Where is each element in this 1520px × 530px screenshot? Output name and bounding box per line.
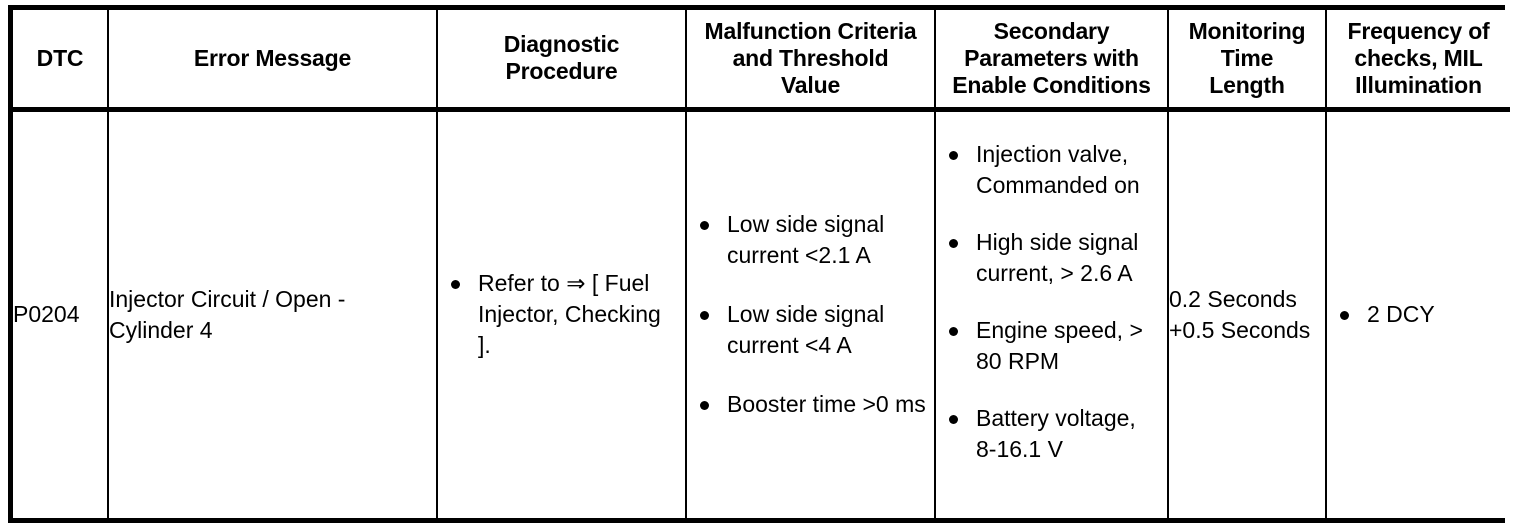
column-header-monitoring-time: Monitoring Time Length: [1167, 10, 1327, 112]
secondary-parameters-list: Injection valve, Commanded on High side …: [936, 139, 1167, 465]
table-body: P0204 Injector Circuit / Open - Cylinder…: [13, 109, 1510, 518]
column-header-secondary-parameters-label: Secondary Parameters with Enable Conditi…: [952, 17, 1151, 98]
list-item: Low side signal current <4 A: [697, 299, 928, 361]
secondary-parameter-item: Engine speed, > 80 RPM: [976, 316, 1143, 374]
cell-frequency-mil: 2 DCY: [1325, 109, 1510, 518]
list-item: High side signal current, > 2.6 A: [946, 227, 1161, 289]
dtc-table: DTC Error Message Diagnostic Procedure M…: [13, 10, 1510, 518]
column-header-frequency-mil-label: Frequency of checks, MIL Illumination: [1347, 17, 1490, 98]
secondary-parameter-item: Injection valve, Commanded on: [976, 140, 1140, 198]
list-item: Battery voltage, 8-16.1 V: [946, 403, 1161, 465]
column-header-error-message: Error Message: [107, 10, 438, 112]
column-header-frequency-mil: Frequency of checks, MIL Illumination: [1325, 10, 1510, 112]
monitoring-time-text: 0.2 Seconds +0.5 Seconds: [1169, 285, 1311, 343]
column-header-diagnostic-procedure-label: Diagnostic Procedure: [503, 31, 620, 85]
table-row: P0204 Injector Circuit / Open - Cylinder…: [13, 109, 1510, 518]
malfunction-criteria-list: Low side signal current <2.1 A Low side …: [687, 209, 934, 420]
cell-dtc: P0204: [13, 109, 109, 518]
table-header: DTC Error Message Diagnostic Procedure M…: [13, 10, 1510, 112]
column-header-dtc: DTC: [13, 10, 109, 112]
column-header-diagnostic-procedure: Diagnostic Procedure: [436, 10, 687, 112]
malfunction-criteria-item: Booster time >0 ms: [727, 391, 926, 418]
list-item: Booster time >0 ms: [697, 389, 928, 420]
column-header-malfunction-criteria-label: Malfunction Criteria and Threshold Value: [704, 17, 917, 98]
diagnostic-procedure-list: Refer to ⇒ [ Fuel Injector, Checking ].: [438, 268, 685, 361]
frequency-mil-list: 2 DCY: [1327, 299, 1510, 330]
dtc-table-container: DTC Error Message Diagnostic Procedure M…: [8, 5, 1510, 523]
error-message-text: Injector Circuit / Open - Cylinder 4: [109, 285, 346, 343]
column-header-malfunction-criteria: Malfunction Criteria and Threshold Value: [685, 10, 936, 112]
cell-monitoring-time: 0.2 Seconds +0.5 Seconds: [1167, 109, 1327, 518]
cell-diagnostic-procedure: Refer to ⇒ [ Fuel Injector, Checking ].: [436, 109, 687, 518]
list-item: Injection valve, Commanded on: [946, 139, 1161, 201]
column-header-error-message-label: Error Message: [193, 44, 352, 71]
header-row: DTC Error Message Diagnostic Procedure M…: [13, 10, 1510, 112]
cell-malfunction-criteria: Low side signal current <2.1 A Low side …: [685, 109, 936, 518]
secondary-parameter-item: Battery voltage, 8-16.1 V: [976, 404, 1136, 462]
frequency-mil-item: 2 DCY: [1367, 301, 1435, 328]
list-item: Refer to ⇒ [ Fuel Injector, Checking ].: [448, 268, 679, 361]
list-item: 2 DCY: [1337, 299, 1504, 330]
cell-error-message: Injector Circuit / Open - Cylinder 4: [107, 109, 438, 518]
dtc-code: P0204: [13, 301, 80, 328]
secondary-parameter-item: High side signal current, > 2.6 A: [976, 228, 1139, 286]
column-header-dtc-label: DTC: [36, 44, 84, 71]
malfunction-criteria-item: Low side signal current <4 A: [727, 301, 885, 359]
column-header-secondary-parameters: Secondary Parameters with Enable Conditi…: [934, 10, 1169, 112]
column-header-monitoring-time-label: Monitoring Time Length: [1188, 17, 1306, 98]
malfunction-criteria-item: Low side signal current <2.1 A: [727, 211, 885, 269]
list-item: Low side signal current <2.1 A: [697, 209, 928, 271]
cell-secondary-parameters: Injection valve, Commanded on High side …: [934, 109, 1169, 518]
diagnostic-procedure-item: Refer to ⇒ [ Fuel Injector, Checking ].: [478, 270, 661, 359]
list-item: Engine speed, > 80 RPM: [946, 315, 1161, 377]
